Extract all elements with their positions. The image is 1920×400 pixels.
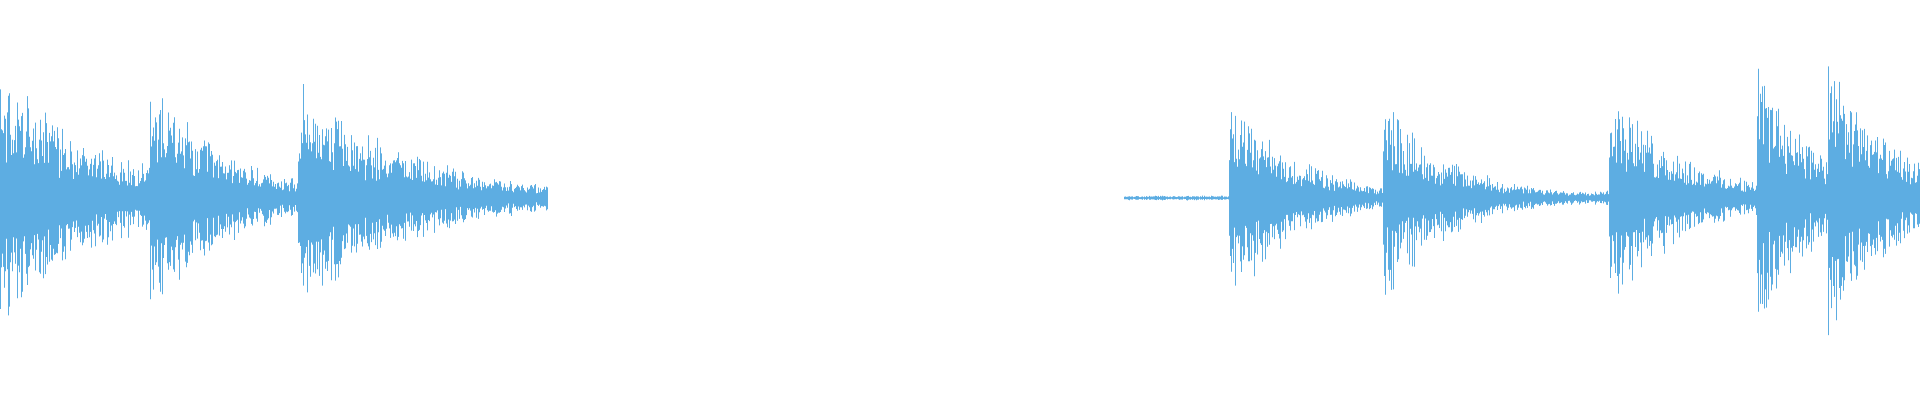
waveform-trace: [0, 66, 1920, 336]
waveform-signal: [0, 66, 1920, 336]
